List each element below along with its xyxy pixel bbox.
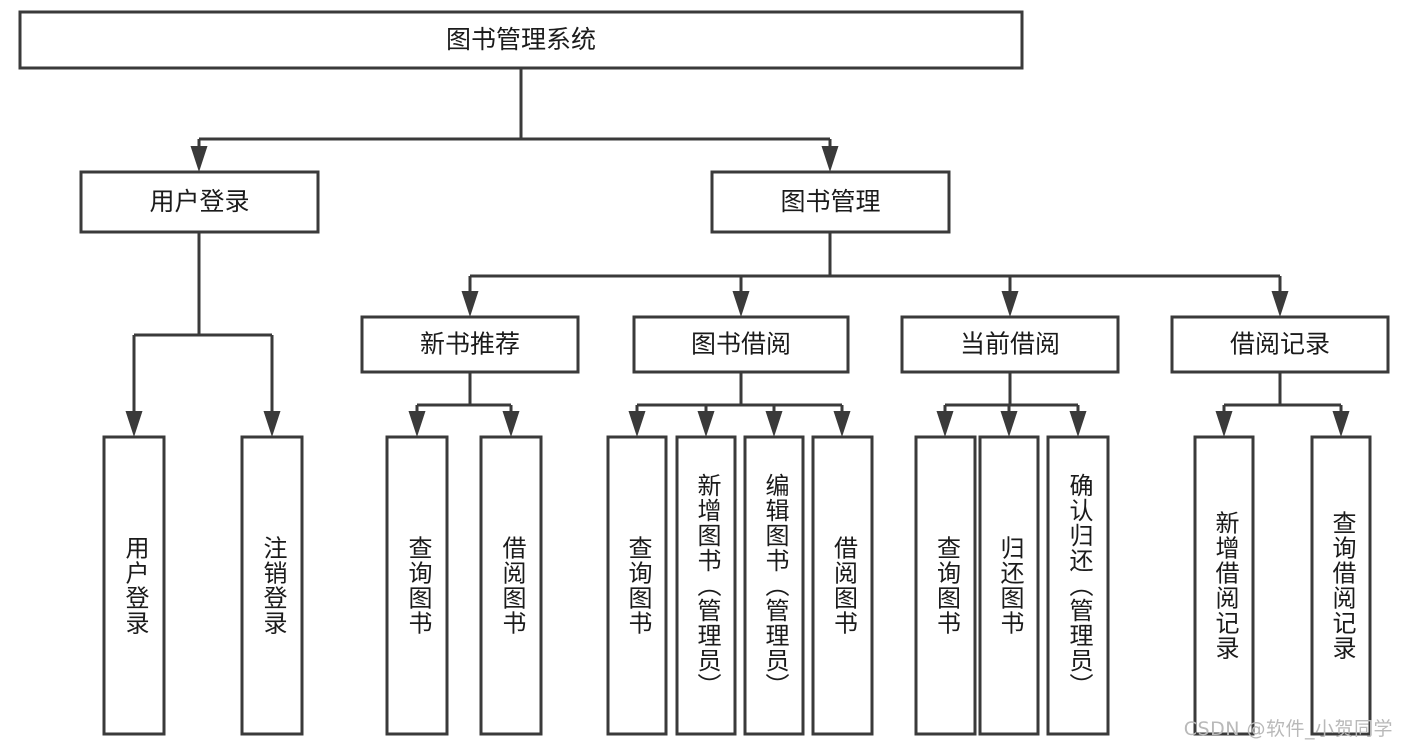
node-box[interactable] — [900, 315, 1120, 374]
node-leaf-add-book-admin[interactable]: 新增图书（管理员） — [675, 435, 737, 736]
node-root-system[interactable]: 图书管理系统 — [18, 10, 1024, 70]
node-layer: 图书管理系统用户登录图书管理新书推荐图书借阅当前借阅借阅记录用户登录注销登录查询… — [18, 10, 1390, 736]
connector-book-manage-bus — [461, 232, 1289, 317]
node-label: 用户登录 — [121, 536, 149, 636]
node-label: 查询图书 — [404, 536, 432, 636]
node-user-login[interactable]: 用户登录 — [79, 170, 320, 234]
node-leaf-user-login[interactable]: 用户登录 — [102, 435, 166, 736]
arrow-head-icon — [263, 411, 281, 437]
connector-layer — [125, 68, 1350, 437]
node-label: 图书借阅 — [691, 330, 791, 359]
node-label: 借阅图书 — [830, 536, 858, 636]
node-book-manage[interactable]: 图书管理 — [710, 170, 951, 234]
node-leaf-query-book-2[interactable]: 查询图书 — [606, 435, 668, 736]
node-box[interactable] — [1170, 315, 1390, 374]
node-box[interactable] — [1046, 435, 1110, 736]
node-box[interactable] — [710, 170, 951, 234]
node-label: 新增借阅记录 — [1211, 511, 1239, 661]
arrow-head-icon — [408, 411, 426, 437]
node-leaf-add-borrow-record[interactable]: 新增借阅记录 — [1193, 435, 1255, 736]
arrow-head-icon — [1069, 411, 1087, 437]
node-box[interactable] — [102, 435, 166, 736]
node-box[interactable] — [18, 10, 1024, 70]
node-box[interactable] — [385, 435, 449, 736]
arrow-head-icon — [936, 411, 954, 437]
node-box[interactable] — [606, 435, 668, 736]
node-book-borrow[interactable]: 图书借阅 — [632, 315, 850, 374]
node-label: 查询图书 — [624, 536, 652, 636]
node-box[interactable] — [978, 435, 1040, 736]
node-box[interactable] — [632, 315, 850, 374]
arrow-head-icon — [1271, 291, 1289, 317]
node-label: 借阅记录 — [1230, 330, 1330, 359]
node-label: 用户登录 — [149, 187, 249, 216]
node-box[interactable] — [479, 435, 543, 736]
node-leaf-query-book-1[interactable]: 查询图书 — [385, 435, 449, 736]
node-label: 图书管理系统 — [446, 25, 596, 54]
connector-new-book-recommend-bus — [408, 372, 520, 437]
arrow-head-icon — [190, 146, 208, 172]
arrow-head-icon — [628, 411, 646, 437]
node-box[interactable] — [914, 435, 977, 736]
connector-current-borrow-bus — [936, 372, 1087, 437]
node-leaf-confirm-return-admin[interactable]: 确认归还（管理员） — [1046, 435, 1110, 736]
arrow-head-icon — [125, 411, 143, 437]
node-label: 新书推荐 — [420, 330, 520, 359]
arrow-head-icon — [1001, 291, 1019, 317]
node-leaf-borrow-book-2[interactable]: 借阅图书 — [811, 435, 874, 736]
node-leaf-query-borrow-record[interactable]: 查询借阅记录 — [1310, 435, 1372, 736]
node-box[interactable] — [743, 435, 805, 736]
arrow-head-icon — [502, 411, 520, 437]
node-label: 确认归还（管理员） — [1065, 473, 1093, 698]
node-box[interactable] — [1310, 435, 1372, 736]
arrow-head-icon — [765, 411, 783, 437]
node-current-borrow[interactable]: 当前借阅 — [900, 315, 1120, 374]
node-leaf-user-logout[interactable]: 注销登录 — [240, 435, 304, 736]
connector-root-bus — [190, 68, 839, 172]
arrow-head-icon — [833, 411, 851, 437]
node-borrow-record[interactable]: 借阅记录 — [1170, 315, 1390, 374]
connector-borrow-record-bus — [1215, 372, 1350, 437]
node-label: 归还图书 — [996, 536, 1024, 636]
node-label: 查询借阅记录 — [1328, 511, 1356, 661]
connector-book-borrow-bus — [628, 372, 851, 437]
arrow-head-icon — [1215, 411, 1233, 437]
arrow-head-icon — [1000, 411, 1018, 437]
node-leaf-borrow-book-1[interactable]: 借阅图书 — [479, 435, 543, 736]
node-box[interactable] — [1193, 435, 1255, 736]
node-box[interactable] — [675, 435, 737, 736]
node-box[interactable] — [240, 435, 304, 736]
node-label: 注销登录 — [259, 536, 287, 636]
node-box[interactable] — [811, 435, 874, 736]
node-leaf-return-book[interactable]: 归还图书 — [978, 435, 1040, 736]
arrow-head-icon — [732, 291, 750, 317]
node-leaf-query-book-3[interactable]: 查询图书 — [914, 435, 977, 736]
node-label: 编辑图书（管理员） — [761, 473, 789, 698]
node-label: 图书管理 — [780, 187, 880, 216]
arrow-head-icon — [1332, 411, 1350, 437]
connector-user-login-bus — [125, 232, 281, 437]
node-box[interactable] — [360, 315, 580, 374]
arrow-head-icon — [821, 146, 839, 172]
node-label: 当前借阅 — [960, 330, 1060, 359]
arrow-head-icon — [697, 411, 715, 437]
node-label: 查询图书 — [933, 536, 961, 636]
node-label: 新增图书（管理员） — [693, 473, 721, 698]
node-new-book-recommend[interactable]: 新书推荐 — [360, 315, 580, 374]
node-leaf-edit-book-admin[interactable]: 编辑图书（管理员） — [743, 435, 805, 736]
arrow-head-icon — [461, 291, 479, 317]
node-box[interactable] — [79, 170, 320, 234]
node-label: 借阅图书 — [498, 536, 526, 636]
